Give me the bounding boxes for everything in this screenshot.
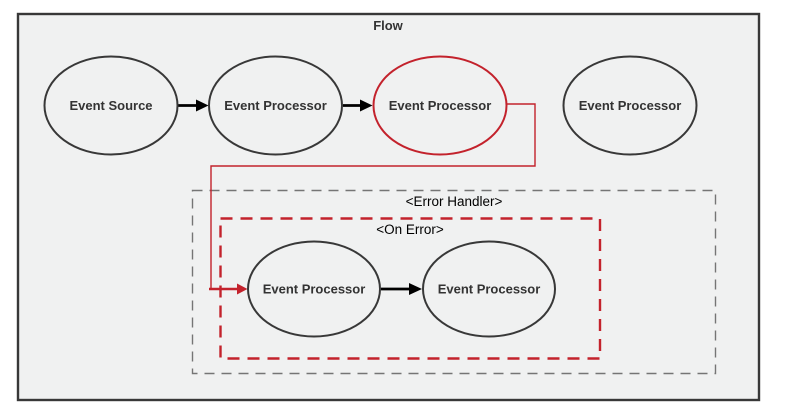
node-shape[interactable] xyxy=(208,55,343,156)
arrowhead-icon xyxy=(360,99,373,112)
connector-source-to-processor1[interactable] xyxy=(178,99,209,112)
node-label: Event Processor xyxy=(438,282,541,297)
node-label: Event Processor xyxy=(263,282,366,297)
node-shape[interactable] xyxy=(43,55,179,156)
error-handler-scope[interactable] xyxy=(191,189,717,375)
node-event-processor-failing[interactable]: Event Processor xyxy=(372,55,508,156)
flow-title: Flow xyxy=(373,18,403,33)
error-connector-arrowhead xyxy=(237,283,248,295)
node-label: Event Processor xyxy=(579,98,682,113)
connector-processor1-to-failing[interactable] xyxy=(343,99,373,112)
node-event-processor-1[interactable]: Event Processor xyxy=(208,55,343,156)
connector-onerror1-to-onerror2[interactable] xyxy=(381,283,422,295)
node-shape[interactable] xyxy=(247,240,381,338)
node-on-error-processor-2[interactable]: Event Processor xyxy=(422,240,556,338)
error-handler-label: <Error Handler> xyxy=(406,194,503,209)
node-label: Event Processor xyxy=(224,98,327,113)
node-shape[interactable] xyxy=(372,55,508,156)
node-label: Event Source xyxy=(69,98,152,113)
node-shape[interactable] xyxy=(562,55,698,156)
arrowhead-icon xyxy=(409,283,422,295)
node-event-source[interactable]: Event Source xyxy=(43,55,179,156)
arrowhead-icon xyxy=(196,99,209,112)
node-shape[interactable] xyxy=(422,240,556,338)
node-event-processor-2[interactable]: Event Processor xyxy=(562,55,698,156)
node-on-error-processor-1[interactable]: Event Processor xyxy=(247,240,381,338)
error-connector[interactable] xyxy=(210,103,536,289)
on-error-label: <On Error> xyxy=(376,222,444,237)
node-label: Event Processor xyxy=(389,98,492,113)
